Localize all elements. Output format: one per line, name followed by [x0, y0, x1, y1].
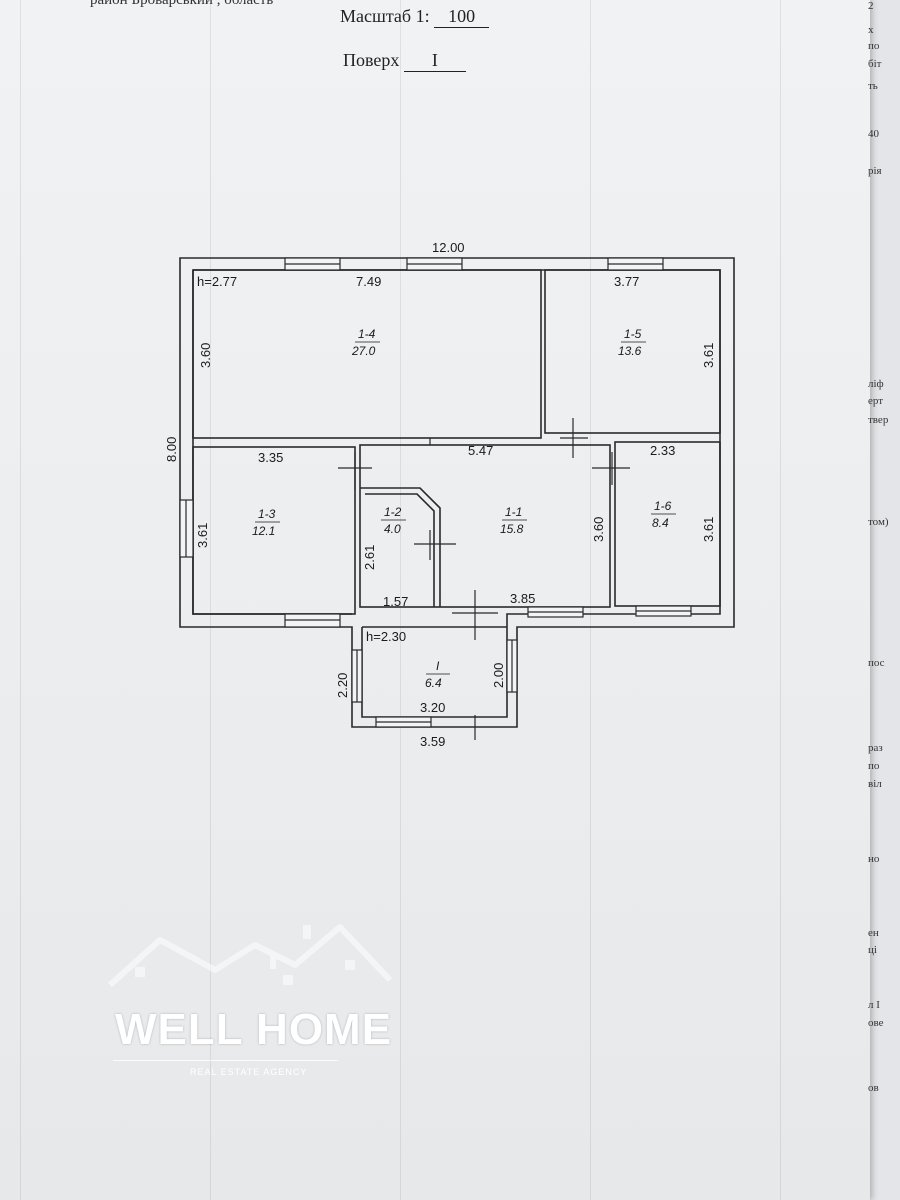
outer-wall-outer: [179, 257, 735, 728]
room-1-2-outline: [360, 487, 441, 607]
edge-text-fragment: по: [868, 760, 880, 772]
room-1-1-id: 1-1: [505, 505, 522, 519]
room-1-4-outline: [192, 269, 542, 439]
dim-1-4-width: 7.49: [356, 274, 381, 289]
edge-text-fragment: твер: [868, 414, 889, 426]
floor-value: I: [403, 50, 466, 72]
edge-text-fragment: ліф: [868, 378, 884, 390]
edge-text-fragment: біт: [868, 58, 882, 70]
edge-text-fragment: ов: [868, 1082, 879, 1094]
room-porch-id: I: [436, 659, 440, 673]
edge-text-fragment: рія: [868, 165, 882, 177]
edge-text-fragment: пос: [868, 657, 885, 669]
floor-line: Поверх I: [343, 50, 466, 72]
scale-line: Масштаб 1: 100: [340, 6, 490, 28]
room-1-1-outline: [359, 444, 611, 608]
dim-1-1-width: 5.47: [468, 443, 493, 458]
edge-text-fragment: том): [868, 516, 889, 528]
window-mullions: [185, 263, 691, 723]
edge-text-fragment: 40: [868, 128, 879, 140]
edge-text-fragment: ерт: [868, 395, 884, 407]
dim-1-6-width: 2.33: [650, 443, 675, 458]
dim-1-3-width: 3.35: [258, 450, 283, 465]
dim-porch-right: 2.00: [491, 663, 506, 688]
dim-1-5-height: 3.61: [701, 343, 716, 368]
floor-plan-sheet: [0, 0, 870, 1200]
edge-text-fragment: ці: [868, 944, 877, 956]
edge-text-fragment: ен: [868, 927, 879, 939]
edge-text-fragment: раз: [868, 742, 883, 754]
edge-text-fragment: ове: [868, 1017, 884, 1029]
dim-1-4-height: 3.60: [198, 343, 213, 368]
edge-text-fragment: х: [868, 24, 874, 36]
edge-text-fragment: л І: [868, 999, 880, 1011]
room-1-5-area: 13.6: [618, 344, 642, 358]
room-1-2-id: 1-2: [384, 505, 402, 519]
dim-1-3-height: 3.61: [195, 523, 210, 548]
edge-text-fragment: по: [868, 40, 880, 52]
floor-label: Поверх: [343, 50, 400, 70]
room-1-5-id: 1-5: [624, 327, 642, 341]
dim-1-6-height: 3.61: [701, 517, 716, 542]
scale-label: Масштаб 1:: [340, 6, 430, 26]
room-1-6-area: 8.4: [652, 516, 669, 530]
ceiling-height-porch: h=2.30: [366, 629, 406, 644]
edge-text-fragment: ть: [868, 80, 878, 92]
room-id-underlines: [255, 341, 676, 675]
room-1-4-area: 27.0: [351, 344, 376, 358]
dim-porch-outer: 3.59: [420, 734, 445, 749]
edge-text-fragment: віл: [868, 778, 882, 790]
edge-text-fragment: 2: [868, 0, 874, 12]
watermark-rule: [113, 1060, 338, 1061]
well-home-logo-icon: [107, 924, 393, 988]
edge-text-fragment: но: [868, 853, 880, 865]
room-1-2-area: 4.0: [384, 522, 401, 536]
watermark-tagline: REAL ESTATE AGENCY: [190, 1067, 308, 1077]
door-markers: [338, 418, 630, 740]
dim-1-2-height: 2.61: [362, 545, 377, 570]
room-1-1-area: 15.8: [500, 522, 524, 536]
dim-porch-left: 2.20: [335, 673, 350, 698]
dim-1-1-height: 3.60: [591, 517, 606, 542]
room-1-6-id: 1-6: [654, 499, 672, 513]
watermark-name: WELL HOME: [115, 1005, 393, 1054]
dim-1-5-width: 3.77: [614, 274, 639, 289]
room-porch-area: 6.4: [425, 676, 442, 690]
room-1-3-area: 12.1: [252, 524, 275, 538]
dim-overall-depth: 8.00: [164, 437, 179, 462]
room-1-3-id: 1-3: [258, 507, 276, 521]
show-through-grid: [20, 0, 840, 1200]
dim-porch-inner: 3.20: [420, 700, 445, 715]
room-1-2-inner: [365, 493, 435, 607]
dim-overall-width: 12.00: [432, 240, 465, 255]
dim-1-1-bottom: 3.85: [510, 591, 535, 606]
scale-value: 100: [434, 6, 490, 28]
outer-wall-inner-left: [192, 270, 352, 615]
dim-1-2-width: 1.57: [383, 594, 408, 609]
header-fragment: район Броварський , область: [90, 0, 274, 8]
ceiling-height-main: h=2.77: [197, 274, 237, 289]
room-1-4-id: 1-4: [358, 327, 376, 341]
